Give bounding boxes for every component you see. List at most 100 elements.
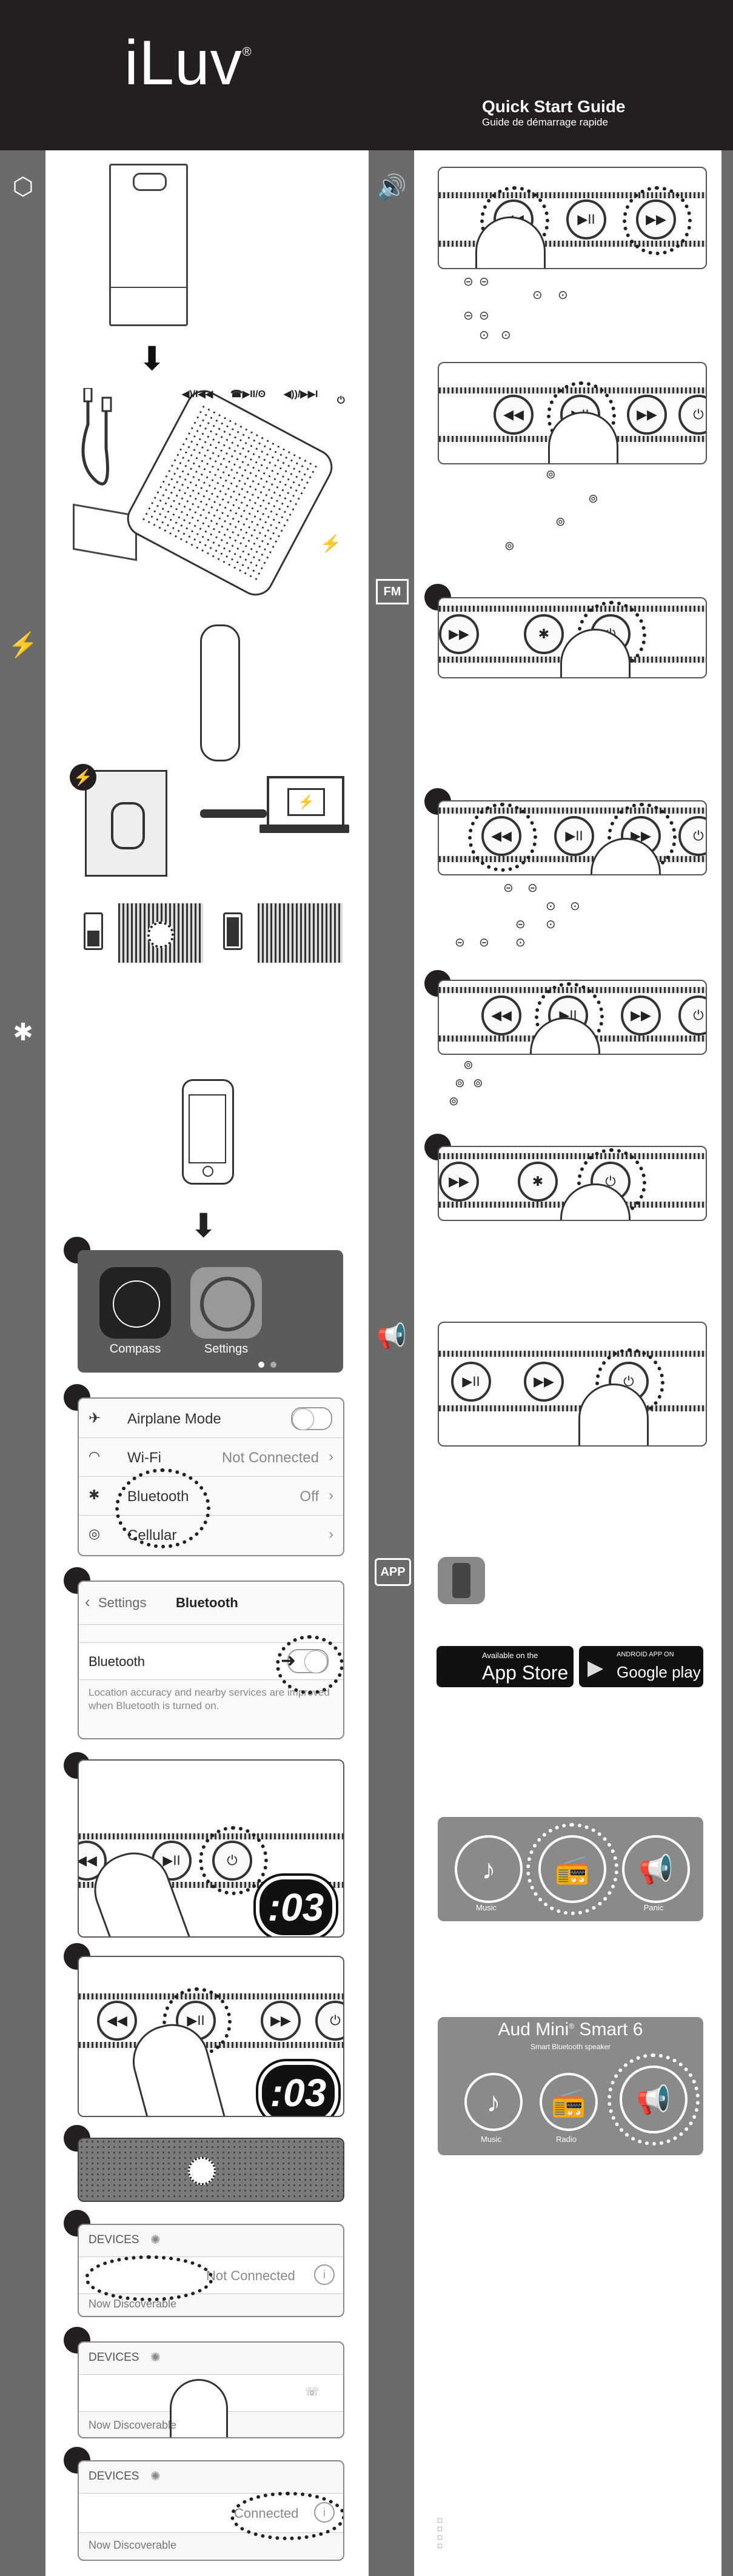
finger-illustration: [170, 2379, 228, 2437]
prev-button[interactable]: ◀◀: [494, 395, 534, 435]
laptop-base-illustration: [259, 825, 349, 833]
power-button[interactable]: ⏻: [678, 995, 706, 1035]
grill-strip: [439, 192, 706, 198]
wifi-label: Wi-Fi: [127, 1450, 161, 1466]
iphone-illustration: [182, 1079, 234, 1185]
power-hold-panel: ◀◀ ▶II ⏻ :03: [78, 1759, 344, 1938]
airplane-mode-label: Airplane Mode: [127, 1411, 221, 1427]
back-button[interactable]: Settings: [98, 1595, 147, 1610]
bluetooth-icon: ✱: [13, 1019, 33, 1046]
volume-down-panel: ◀◀ ▶II ▶▶: [438, 167, 707, 269]
grill-strip: [439, 856, 706, 862]
play-button[interactable]: ▶II: [554, 816, 594, 856]
wifi-status: Not Connected: [221, 1450, 319, 1466]
info-icon[interactable]: i: [314, 2264, 335, 2285]
highlight-ring: [468, 803, 537, 872]
fm-preset-panel: ◀◀ ▶II ▶▶ ⏻: [438, 980, 707, 1055]
grill-strip: [439, 241, 706, 247]
power-button[interactable]: ⏻: [678, 395, 706, 435]
bluetooth-button[interactable]: ✱: [518, 1162, 558, 1202]
play-button[interactable]: ▶II: [451, 1362, 491, 1402]
back-chevron-icon[interactable]: ‹: [85, 1593, 90, 1611]
next-button[interactable]: ▶▶: [621, 995, 661, 1035]
bluetooth-button[interactable]: ✱: [524, 614, 564, 654]
google-play-icon: ▶: [587, 1656, 604, 1679]
app-store-big-text: App Store: [482, 1662, 569, 1684]
devices-header: DEVICES: [89, 2470, 139, 2483]
grill-strip: [439, 1351, 706, 1357]
music-mode-button[interactable]: ♪: [464, 2073, 523, 2131]
wifi-icon: ◠: [89, 1448, 101, 1464]
settings-app-icon[interactable]: [190, 1267, 262, 1339]
pair-hold-panel: ◀◀ ▶II ▶▶ ⏻ :03: [78, 1956, 344, 2117]
manual-booklet-illustration: [73, 503, 137, 561]
app-store-badge[interactable]: Available on the App Store: [437, 1646, 574, 1687]
music-mode-button[interactable]: ♪: [455, 1835, 523, 1903]
grill-strip: [439, 1405, 706, 1411]
label-play-pause: ☎▶II/ʘ: [230, 389, 266, 400]
fm-icon: FM: [376, 579, 409, 604]
lightning-badge: ⚡: [70, 764, 96, 791]
bluetooth-note: Location accuracy and nearby services ar…: [89, 1687, 330, 1711]
port-zoom-illustration: [85, 770, 167, 877]
play-instructions-icons: ⊚⊚ ⊚⊚: [504, 468, 598, 553]
fm-off-panel: ▶▶ ✱ ⏻: [438, 1146, 707, 1221]
guide-title: Quick Start Guide: [482, 97, 626, 116]
lightning-icon: ⚡: [320, 534, 341, 553]
right-edge-bar: [721, 150, 733, 2576]
highlight-ring: [623, 186, 692, 255]
prev-button[interactable]: ▶▶: [439, 614, 479, 654]
phone-icon: ☏: [305, 2386, 319, 2398]
app-icon: APP: [375, 1558, 411, 1586]
nav-bar: ‹ Settings Bluetooth: [79, 1582, 343, 1625]
ios-home-panel: Compass Settings: [78, 1250, 343, 1373]
highlight-ring: [115, 1468, 210, 1548]
radio-label: Radio: [556, 2135, 577, 2144]
charge-cable-illustration: [200, 809, 267, 818]
footer-marks: □□□□: [438, 2516, 443, 2550]
grill-strip: [439, 808, 706, 814]
compass-app-icon[interactable]: [99, 1267, 171, 1339]
next-button[interactable]: ▶▶: [524, 1362, 564, 1402]
next-button[interactable]: ▶▶: [439, 1162, 479, 1202]
device-status: Not Connected: [206, 2268, 295, 2283]
highlight-ring: [607, 2053, 700, 2146]
prev-button[interactable]: ◀◀: [97, 2001, 137, 2041]
devices-panel-2: DEVICES ✺ ☏ Now Discoverable: [78, 2341, 344, 2438]
app-screen-mode-select: ♪ Music 📻 📢 Panic: [438, 1817, 703, 1921]
next-button[interactable]: ▶▶: [261, 2001, 301, 2041]
airplane-mode-row[interactable]: ✈ Airplane Mode: [79, 1399, 343, 1438]
prev-button[interactable]: ◀◀: [481, 995, 521, 1035]
panic-label: Panic: [643, 1903, 664, 1912]
chevron-right-icon: ›: [329, 1487, 333, 1504]
google-play-badge[interactable]: ▶ ANDROID APP ON Google play: [579, 1646, 703, 1687]
highlight-ring: [199, 1826, 268, 1895]
app-screen-panic-select: Aud Mini® Smart 6 Smart Bluetooth speake…: [438, 2017, 703, 2155]
chevron-right-icon: ›: [329, 1448, 333, 1465]
devices-panel-1: DEVICES ✺ Not Connected i Now Discoverab…: [78, 2224, 344, 2317]
panic-panel: ▶II ▶▶ ⏻: [438, 1322, 707, 1447]
charge-icon: ⚡: [8, 632, 38, 658]
power-button[interactable]: ⏻: [315, 2001, 343, 2041]
ios-bluetooth-panel: ‹ Settings Bluetooth Bluetooth ➜ Locatio…: [78, 1581, 344, 1739]
music-label: Music: [481, 2135, 501, 2144]
grill-strip: [439, 1153, 706, 1159]
power-button[interactable]: ⏻: [678, 816, 706, 856]
spinner-icon: ✺: [150, 2470, 161, 2483]
spinner-icon: ✺: [150, 2233, 161, 2247]
google-play-big-text: Google play: [617, 1663, 701, 1681]
app-store-small-text: Available on the: [482, 1651, 538, 1660]
play-button[interactable]: ▶II: [566, 199, 606, 239]
next-button[interactable]: ▶▶: [627, 395, 667, 435]
app-thumbnail[interactable]: [438, 1557, 485, 1604]
radio-mode-button[interactable]: 📻: [540, 2073, 598, 2131]
package-box-illustration: [109, 164, 188, 326]
wifi-row[interactable]: ◠ Wi-Fi Not Connected ›: [79, 1437, 343, 1477]
panic-horn-icon: 📢: [377, 1323, 407, 1350]
timer-badge: :03: [256, 2059, 341, 2116]
compass-app-label: Compass: [109, 1342, 161, 1356]
bluetooth-small-icon: ✱: [89, 1487, 100, 1502]
airplane-toggle[interactable]: [291, 1407, 332, 1430]
panic-mode-button[interactable]: 📢: [622, 1835, 690, 1903]
discoverable-label: Now Discoverable: [89, 2419, 177, 2431]
